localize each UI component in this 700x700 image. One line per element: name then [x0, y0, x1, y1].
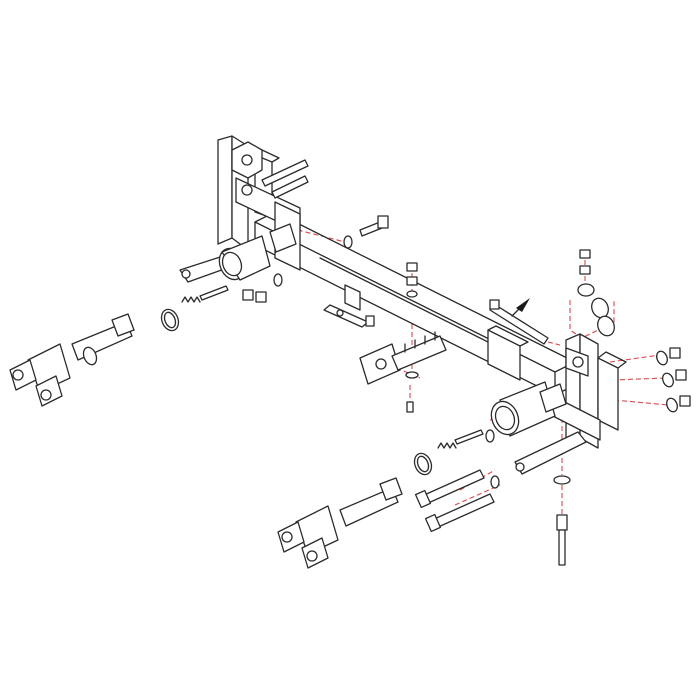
right-tow-arm: [277, 477, 403, 569]
left-mount-bracket: [179, 135, 309, 283]
left-tow-arm: [9, 313, 135, 407]
right-mount-bracket: [490, 333, 627, 475]
crossmember-frame: [254, 211, 576, 396]
hardware-set: [160, 215, 691, 566]
pointer-arrow: [511, 298, 530, 317]
